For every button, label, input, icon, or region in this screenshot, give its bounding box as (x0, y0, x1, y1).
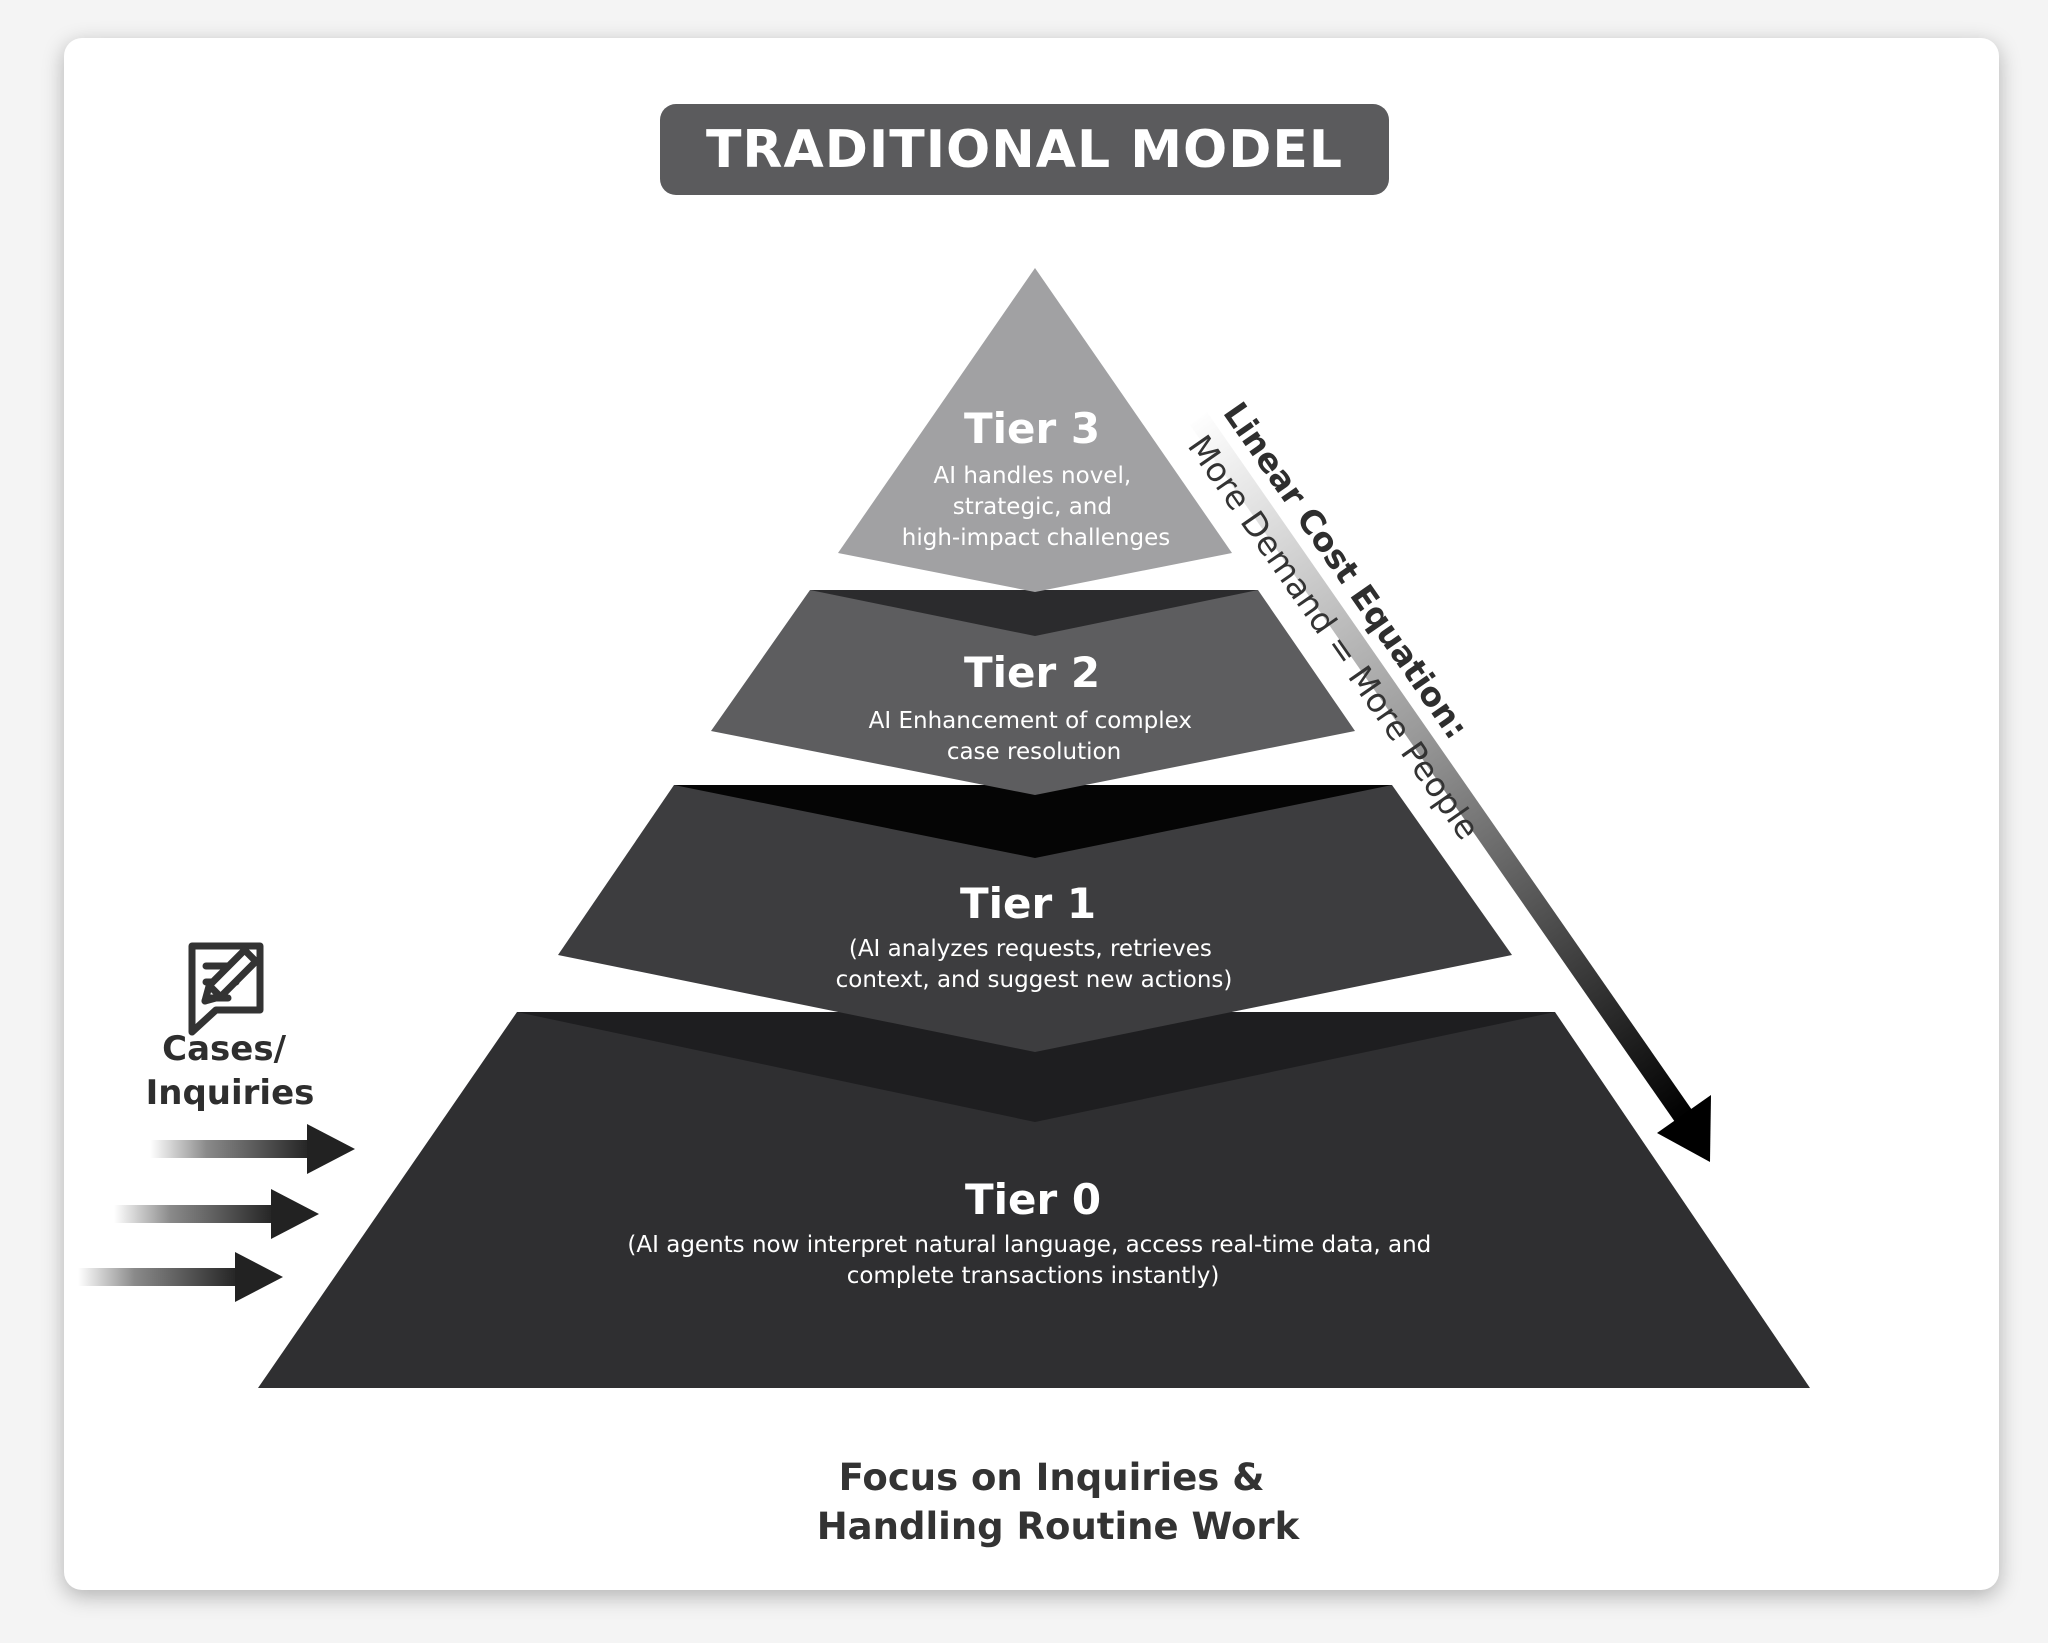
tier-1-title: Tier 1 (960, 879, 1096, 928)
document-edit-icon (188, 942, 264, 1036)
tier-0-title: Tier 0 (965, 1175, 1101, 1224)
tier-2-title: Tier 2 (964, 648, 1100, 697)
tier-3-segment (838, 268, 1232, 592)
tier-3-description: AI handles novel, strategic, and high-im… (902, 463, 1170, 551)
input-arrow-3 (78, 1252, 283, 1302)
tier-0-segment (258, 1012, 1810, 1388)
page-title: TRADITIONAL MODEL (705, 119, 1344, 180)
input-arrow-1 (150, 1124, 355, 1174)
tier-0-description: (AI agents now interpret natural languag… (627, 1232, 1438, 1289)
tier-1-description: (AI analyzes requests, retrieves context… (836, 936, 1233, 993)
bottom-caption: Focus on Inquiries & Handling Routine Wo… (817, 1456, 1301, 1548)
input-arrow-2 (114, 1189, 319, 1239)
linear-cost-arrow (1190, 412, 1711, 1162)
tier-1-segment (558, 785, 1512, 1052)
tier-2-segment (711, 590, 1355, 795)
tier-2-description: AI Enhancement of complex case resolutio… (869, 708, 1200, 765)
tier-3-title: Tier 3 (964, 404, 1100, 453)
title-banner: TRADITIONAL MODEL (660, 104, 1389, 195)
inputs-label: Cases/ Inquiries (146, 1029, 315, 1113)
